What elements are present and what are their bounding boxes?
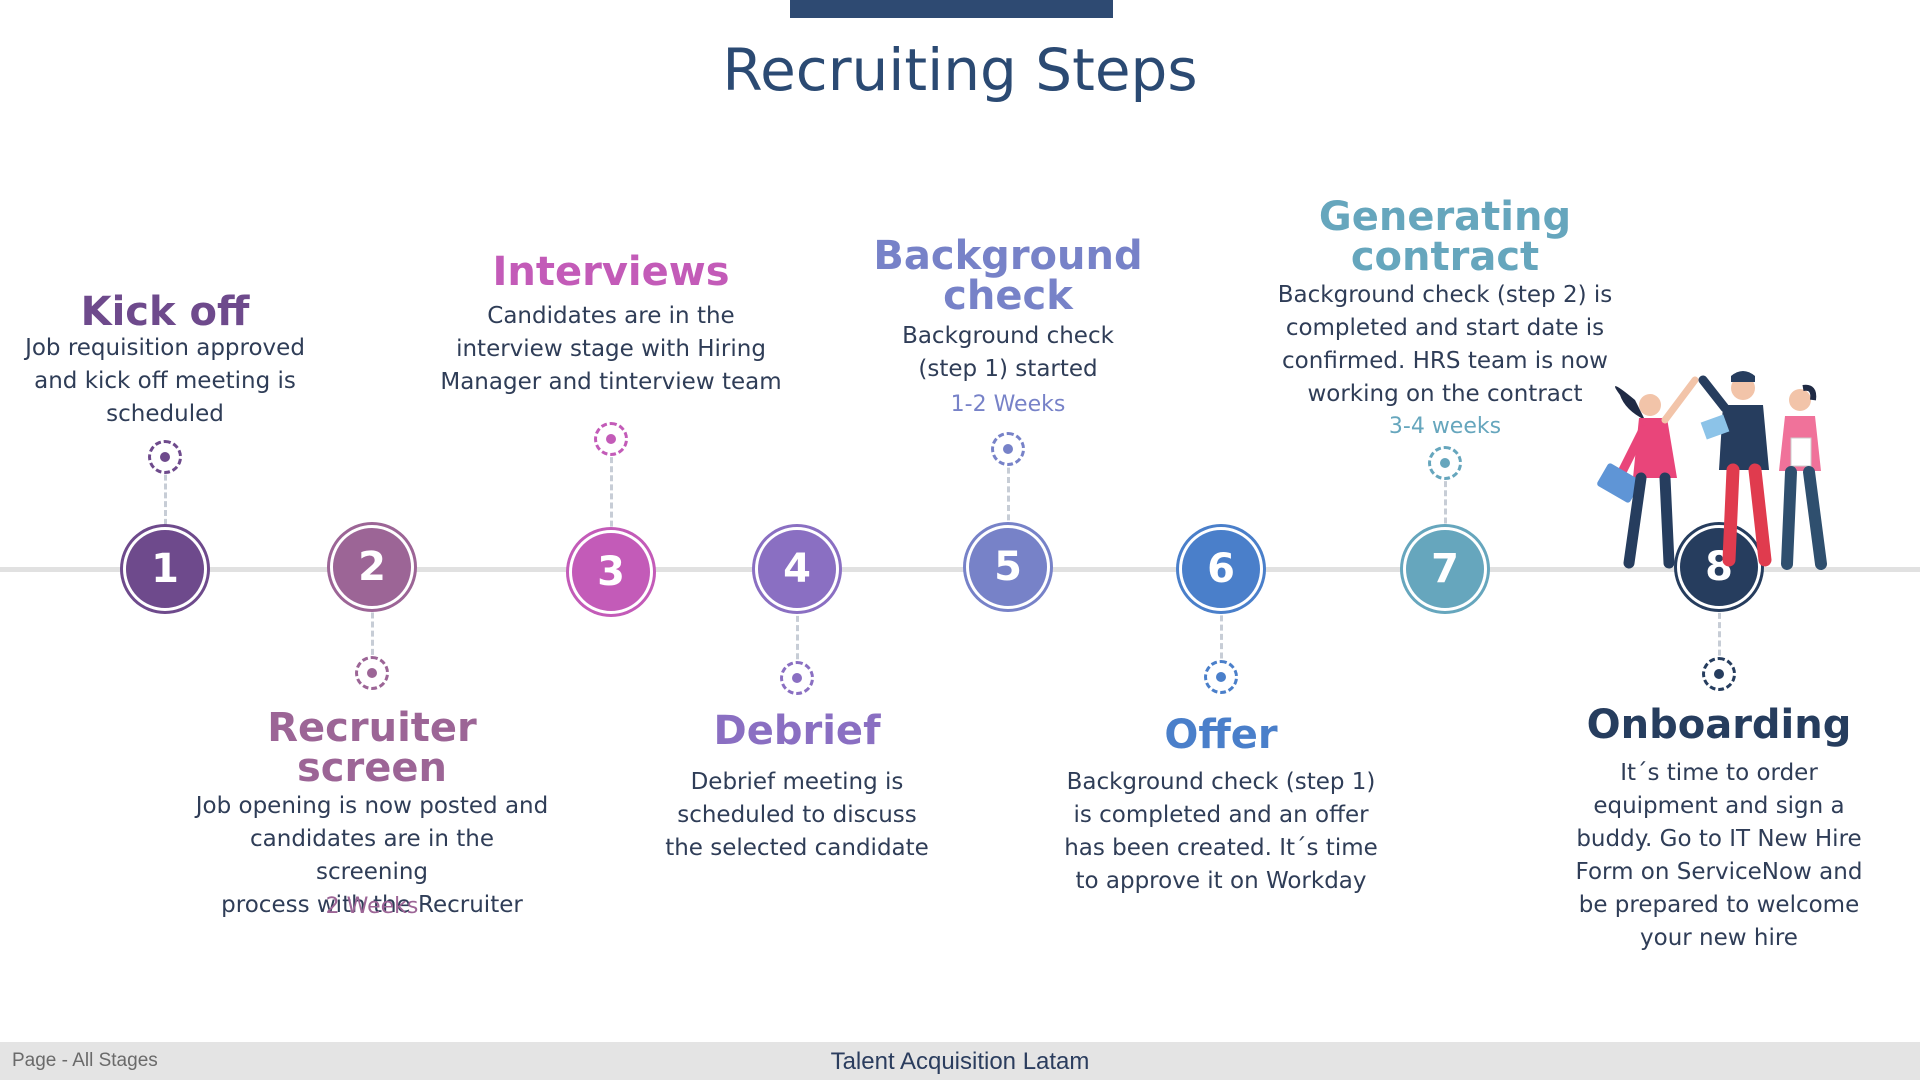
step-title-line: Offer [1164, 712, 1278, 758]
target-dot [606, 434, 616, 444]
step-connector [1718, 567, 1721, 674]
step-description: Background check (step 1) started [828, 320, 1188, 386]
target-dot [1003, 444, 1013, 454]
step-description-line: is completed and an offer [1073, 802, 1369, 828]
step-target-icon [1428, 446, 1462, 480]
step-description-line: buddy. Go to IT New Hire [1576, 826, 1862, 852]
step-title-line: check [943, 273, 1073, 319]
target-dot [160, 452, 170, 462]
top-accent-bar [790, 0, 1113, 18]
step-connector [1220, 569, 1223, 677]
step-target-icon [355, 656, 389, 690]
step-title-line: Debrief [713, 708, 881, 754]
target-dot [1216, 672, 1226, 682]
step-description-line: your new hire [1640, 925, 1798, 951]
step-title-line: Recruiter [267, 705, 477, 751]
step-description-line: Debrief meeting is [690, 769, 904, 795]
page-title: Recruiting Steps [722, 36, 1198, 104]
timeline-line [0, 567, 1920, 572]
footer-team-label: Talent Acquisition Latam [830, 1048, 1090, 1075]
step-description-line: process with the Recruiter [221, 892, 523, 918]
step-title-line: Kick off [80, 289, 250, 335]
target-dot [1714, 669, 1724, 679]
step-duration: 3-4 weeks [1388, 414, 1502, 439]
step-description-line: It´s time to order [1620, 760, 1818, 786]
step-connector [796, 569, 799, 678]
step-number-circle: 6 [1179, 527, 1263, 611]
step-description-line: scheduled to discuss [677, 802, 917, 828]
step-number-circle: 1 [123, 527, 207, 611]
step-description-line: Background check (step 2) is [1277, 282, 1613, 308]
step-description-line: scheduled [106, 401, 224, 427]
step-title-line: contract [1350, 234, 1540, 280]
step-number-circle: 4 [755, 527, 839, 611]
step-description-line: and kick off meeting is [34, 368, 296, 394]
step-target-icon [780, 661, 814, 695]
step-title-line: Generating [1318, 194, 1572, 240]
step-description-line: completed and start date is [1285, 315, 1605, 341]
step-title: Interviews [451, 252, 771, 292]
step-number-circle: 3 [569, 530, 653, 614]
target-dot [1440, 458, 1450, 468]
target-dot [792, 673, 802, 683]
step-description-line: equipment and sign a [1593, 793, 1845, 819]
step-description: Background check (step 2) is completed an… [1265, 279, 1625, 411]
step-title-line: Interviews [492, 249, 730, 295]
step-description-line: to approve it on Workday [1075, 868, 1367, 894]
step-title-line: Background [873, 233, 1143, 279]
step-target-icon [148, 440, 182, 474]
step-target-icon [991, 432, 1025, 466]
step-connector [610, 439, 613, 572]
step-description-line: Background check (step 1) [1066, 769, 1376, 795]
step-number-circle: 8 [1677, 525, 1761, 609]
footer-page-label: Page - All Stages [12, 1050, 158, 1071]
step-duration: 2 Weeks [325, 894, 419, 919]
step-description-line: candidates are in the screening [250, 826, 494, 885]
step-title: Debrief [637, 711, 957, 751]
step-description-line: be prepared to welcome [1578, 892, 1860, 918]
step-description: Job opening is now posted and candidates … [192, 790, 552, 922]
step-title-line: screen [297, 745, 447, 791]
step-description: Background check (step 1) is completed an… [1041, 766, 1401, 898]
step-description-line: (step 1) started [918, 356, 1098, 382]
step-connector [1007, 449, 1010, 567]
step-target-icon [594, 422, 628, 456]
step-connector [164, 457, 167, 569]
footer: Page - All Stages Talent Acquisition Lat… [0, 1042, 1920, 1080]
step-number-circle: 5 [966, 525, 1050, 609]
step-target-icon [1204, 660, 1238, 694]
step-description: Job requisition approved and kick off mee… [0, 332, 345, 431]
step-description-line: Manager and tinterview team [440, 369, 782, 395]
step-description-line: the selected candidate [665, 835, 929, 861]
step-description-line: Job opening is now posted and [195, 793, 549, 819]
step-number-circle: 7 [1403, 527, 1487, 611]
step-description-line: Job requisition approved [25, 335, 305, 361]
step-description-line: Background check [902, 323, 1114, 349]
step-target-icon [1702, 657, 1736, 691]
step-description-line: confirmed. HRS team is now [1282, 348, 1608, 374]
step-connector [1444, 463, 1447, 569]
step-title: Offer [1061, 715, 1381, 755]
step-description-line: Candidates are in the [487, 303, 735, 329]
step-title: Onboarding [1559, 705, 1879, 745]
step-number-circle: 2 [330, 525, 414, 609]
step-title-line: Onboarding [1586, 702, 1852, 748]
step-description-line: Form on ServiceNow and [1575, 859, 1863, 885]
step-description-line: has been created. It´s time [1064, 835, 1378, 861]
target-dot [367, 668, 377, 678]
step-connector [371, 567, 374, 673]
step-description: Debrief meeting is scheduled to discuss th… [617, 766, 977, 865]
step-duration: 1-2 Weeks [950, 392, 1066, 417]
step-description-line: working on the contract [1307, 381, 1583, 407]
step-description-line: interview stage with Hiring [456, 336, 766, 362]
team-high-five-illustration [1597, 371, 1827, 570]
step-description: Candidates are in the interview stage wit… [431, 300, 791, 399]
step-title: Kick off [5, 292, 325, 332]
step-description: It´s time to order equipment and sign a bu… [1539, 757, 1899, 955]
